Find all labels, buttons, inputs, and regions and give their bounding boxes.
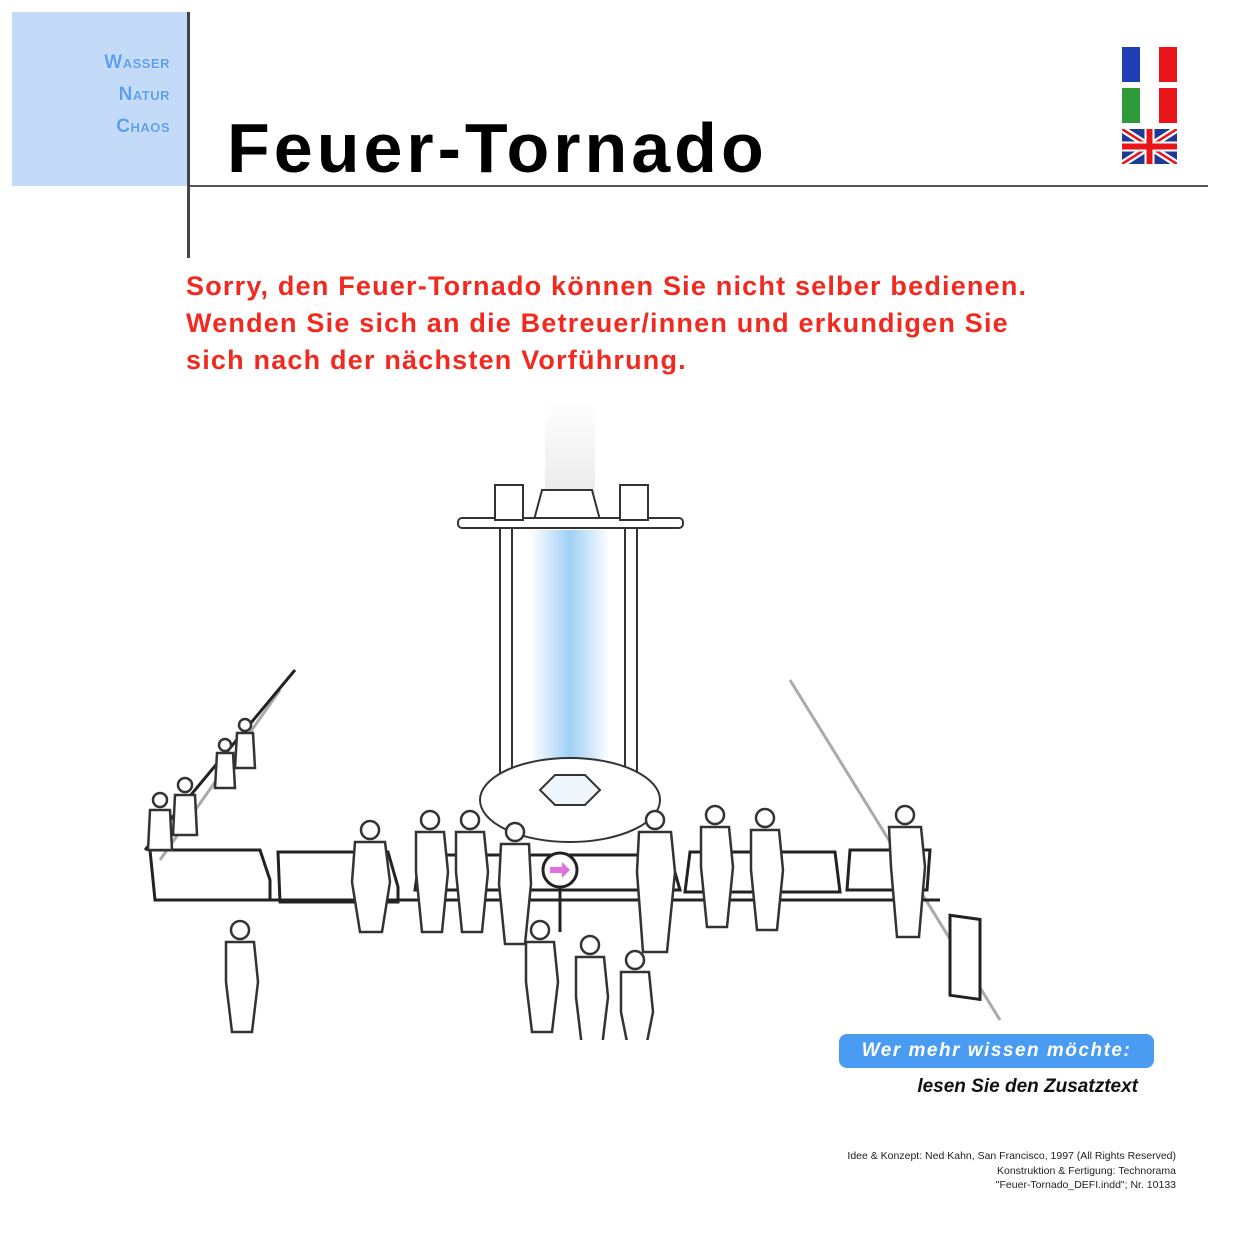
credit-line: "Feuer-Tornado_DEFI.indd"; Nr. 10133: [995, 1179, 1176, 1191]
fire-tornado-illustration: [143, 400, 1002, 1040]
notice-line: Sorry, den Feuer-Tornado können Sie nich…: [186, 271, 1028, 301]
category-natur: Natur: [118, 84, 170, 105]
credit-line: Idee & Konzept: Ned Kahn, San Francisco,…: [847, 1150, 1176, 1162]
category-wasser: Wasser: [104, 52, 170, 73]
page-title: Feuer-Tornado: [227, 109, 768, 187]
notice-text: Sorry, den Feuer-Tornado können Sie nich…: [186, 268, 1027, 379]
credits: Idee & Konzept: Ned Kahn, San Francisco,…: [847, 1149, 1176, 1193]
notice-line: sich nach der nächsten Vorführung.: [186, 345, 687, 375]
french-flag-icon[interactable]: [1122, 47, 1177, 82]
divider-vertical: [187, 12, 190, 258]
more-info-subtitle: lesen Sie den Zusatztext: [917, 1076, 1138, 1097]
category-box: Wasser Natur Chaos: [12, 12, 188, 186]
italian-flag-icon[interactable]: [1122, 88, 1177, 123]
divider-horizontal: [190, 185, 1208, 187]
notice-line: Wenden Sie sich an die Betreuer/innen un…: [186, 308, 1009, 338]
category-chaos: Chaos: [116, 116, 170, 137]
credit-line: Konstruktion & Fertigung: Technorama: [997, 1164, 1176, 1177]
uk-flag-icon[interactable]: [1122, 129, 1177, 164]
more-info-button[interactable]: Wer mehr wissen möchte:: [839, 1034, 1154, 1068]
